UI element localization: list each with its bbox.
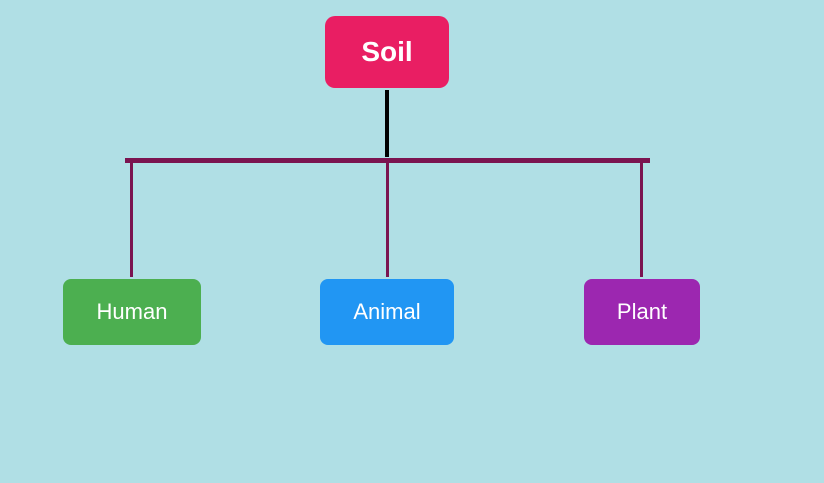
child-node-animal: Animal [320,279,454,345]
child-node-human: Human [63,279,201,345]
connector-animal [386,163,389,277]
child-node-plant: Plant [584,279,700,345]
horizontal-bus-connector [125,158,650,163]
root-node-label: Soil [361,36,413,67]
child-node-label-human: Human [96,299,168,324]
connector-plant [640,163,643,277]
child-node-label-plant: Plant [616,299,668,324]
root-stem-connector [385,90,389,157]
child-node-label-animal: Animal [353,299,421,324]
connector-human [130,163,133,277]
root-node-soil: Soil [325,16,449,88]
